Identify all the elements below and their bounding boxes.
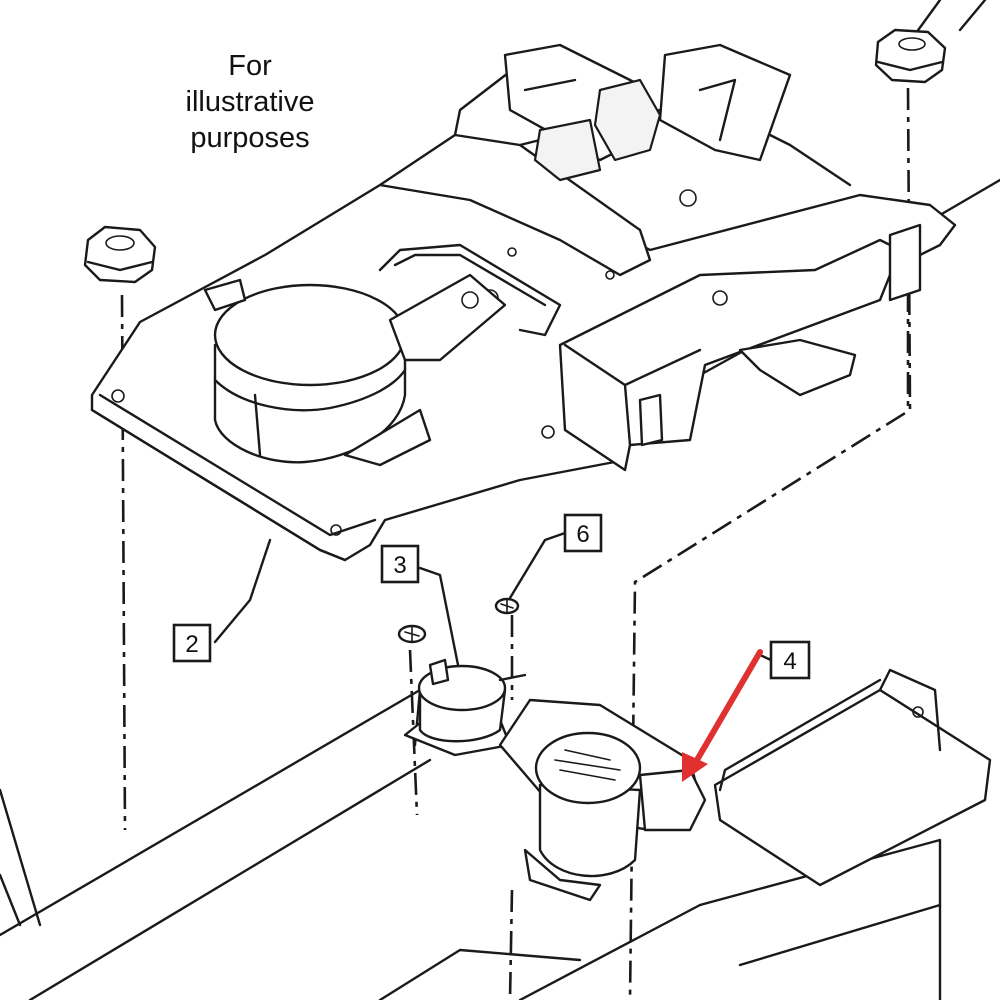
motor-bracket (90, 58, 957, 562)
screw-left (397, 624, 427, 644)
latch-plate (713, 668, 992, 887)
leader-lines (213, 531, 773, 667)
callout-4-label: 4 (783, 648, 796, 675)
thermostat (403, 658, 527, 757)
switch-assembly (498, 698, 707, 902)
callout-6-label: 6 (576, 521, 589, 548)
illustrative-caption: For illustrative purposes (150, 48, 350, 156)
callout-4: 4 (769, 640, 811, 680)
callout-3: 3 (380, 544, 420, 584)
hex-nut-right (874, 28, 947, 84)
timer-motor (203, 273, 507, 467)
screw-right (494, 597, 520, 615)
hex-nut-left (83, 225, 157, 284)
callout-2: 2 (172, 623, 212, 663)
callout-3-label: 3 (393, 552, 406, 579)
caption-line-1: For (228, 50, 272, 82)
caption-line-3: purposes (190, 122, 310, 154)
top-switch-assembly (503, 43, 792, 182)
caption-line-2: illustrative (185, 86, 315, 118)
callout-6: 6 (563, 513, 603, 553)
red-pointer-arrow (682, 649, 763, 782)
callout-2-label: 2 (185, 631, 198, 658)
